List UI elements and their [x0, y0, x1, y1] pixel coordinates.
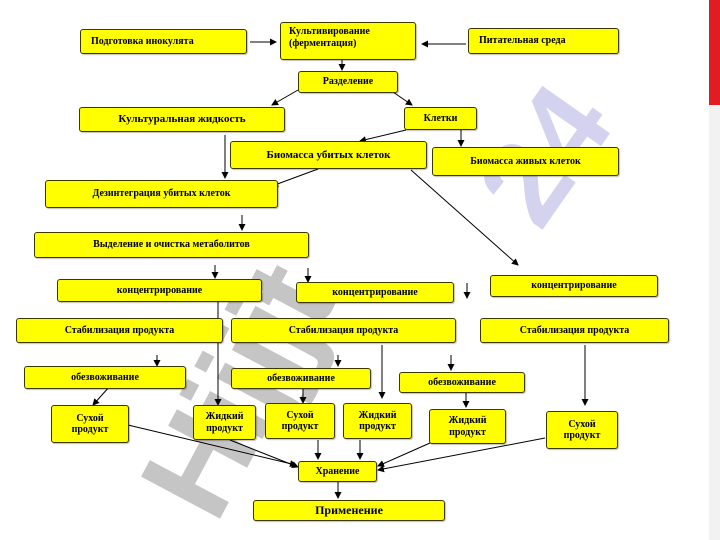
- right-accent-red: [709, 0, 720, 105]
- node-stab-left: Стабилизация продукта: [16, 318, 223, 343]
- node-liquid-product-2: Жидкий продукт: [343, 403, 412, 439]
- node-cells: Клетки: [404, 107, 477, 130]
- node-dehyd-mid: обезвоживание: [231, 368, 371, 389]
- node-dehyd-left: обезвоживание: [24, 366, 186, 389]
- node-dehyd-right: обезвоживание: [399, 372, 525, 393]
- node-storage: Хранение: [298, 461, 377, 482]
- node-disintegration: Дезинтеграция убитых клеток: [45, 180, 278, 208]
- node-dry-product-1: Сухой продукт: [51, 405, 129, 443]
- node-dead-biomass: Биомасса убитых клеток: [230, 141, 427, 169]
- node-dry-product-2: Сухой продукт: [265, 403, 335, 439]
- node-separation: Разделение: [298, 71, 398, 93]
- node-inoculum: Подготовка инокулята: [80, 29, 247, 54]
- node-stab-right: Стабилизация продукта: [480, 318, 669, 343]
- right-accent-bar: [709, 0, 720, 540]
- node-application: Применение: [253, 500, 445, 521]
- node-conc-right: концентрирование: [490, 275, 658, 297]
- node-cultivation: Культивирование (ферментация): [280, 22, 416, 60]
- node-isolation: Выделение и очистка метаболитов: [34, 232, 309, 258]
- node-conc-left: концентрирование: [57, 279, 262, 302]
- node-live-biomass: Биомасса живых клеток: [432, 147, 619, 176]
- node-liquid-product-3: Жидкий продукт: [429, 409, 506, 444]
- node-stab-mid: Стабилизация продукта: [231, 318, 456, 343]
- node-culture-liquid: Культуральная жидкость: [79, 107, 285, 132]
- node-dry-product-3: Сухой продукт: [546, 411, 618, 449]
- node-medium: Питательная среда: [468, 28, 619, 54]
- node-liquid-product-1: Жидкий продукт: [193, 405, 256, 440]
- node-conc-mid: концентрирование: [296, 282, 454, 303]
